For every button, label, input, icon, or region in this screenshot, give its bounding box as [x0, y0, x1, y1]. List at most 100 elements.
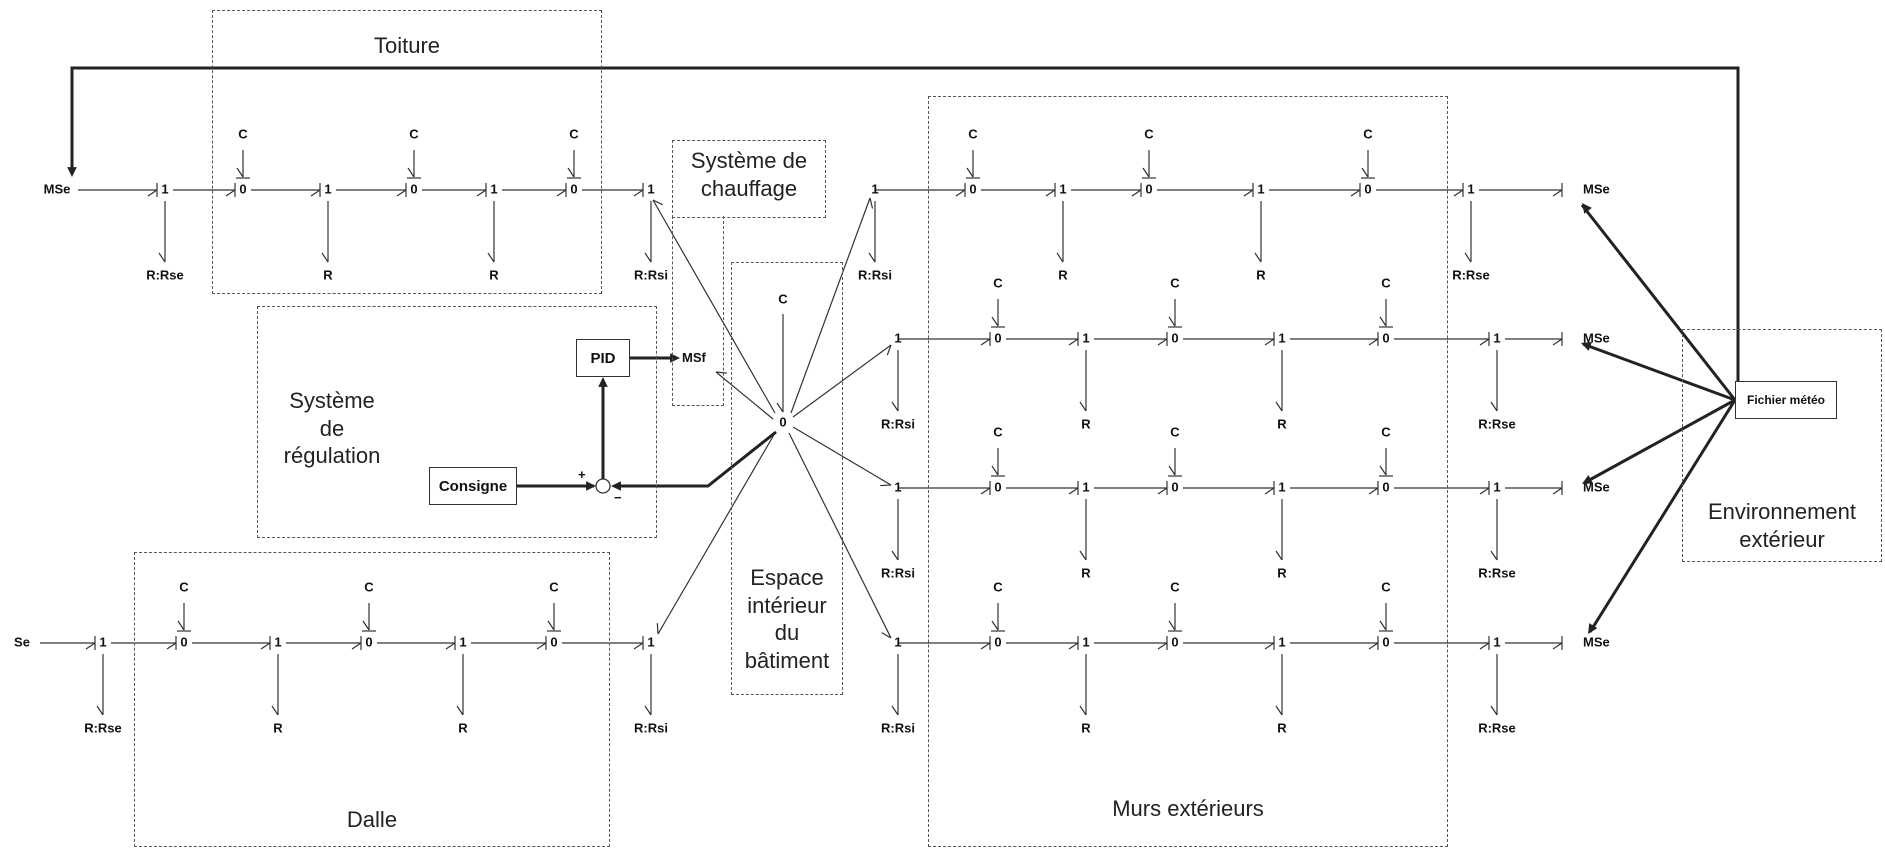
half-arrow — [407, 167, 415, 178]
arrowhead — [67, 167, 77, 177]
half-arrow — [869, 197, 874, 209]
se-source-dalle: Se — [14, 634, 30, 649]
weather-signal-3 — [1583, 398, 1736, 485]
half-arrow — [1168, 316, 1176, 327]
one-junction: 1 — [1278, 634, 1285, 649]
half-arrow — [487, 252, 495, 263]
half-arrow — [1079, 705, 1087, 716]
half-arrow — [1453, 189, 1464, 197]
zero-junction: 0 — [1364, 181, 1371, 196]
temperature-feedback — [614, 430, 777, 488]
arrowhead — [611, 481, 621, 491]
half-arrow — [177, 620, 185, 631]
capacitor-label: C — [1170, 275, 1180, 290]
plus-sign: + — [578, 467, 586, 482]
arrowhead — [1582, 203, 1592, 214]
zero-junction: 0 — [994, 479, 1001, 494]
half-arrow — [1368, 642, 1379, 650]
murs-label: Murs extérieurs — [1112, 796, 1264, 821]
half-arrow — [445, 642, 456, 650]
half-arrow — [1350, 189, 1361, 197]
resistor-label: R — [1277, 720, 1287, 735]
half-arrow — [1056, 252, 1064, 263]
resistor-label: R — [323, 267, 333, 282]
half-arrow — [991, 620, 999, 631]
zero-junction: 0 — [969, 181, 976, 196]
half-arrow — [310, 189, 321, 197]
one-junction: 1 — [894, 330, 901, 345]
half-arrow — [980, 487, 991, 495]
bond — [788, 432, 892, 639]
half-arrow — [881, 632, 892, 639]
half-arrow — [166, 642, 177, 650]
resistor-label: R:Rsi — [881, 720, 915, 735]
half-arrow — [1243, 189, 1254, 197]
half-arrow — [991, 316, 999, 327]
capacitor-label: C — [1144, 126, 1154, 141]
half-arrow — [1552, 642, 1563, 650]
half-arrow — [715, 371, 727, 374]
one-junction: 1 — [1493, 330, 1500, 345]
half-arrow — [886, 344, 892, 356]
half-arrow — [880, 484, 892, 487]
one-junction: 1 — [274, 634, 281, 649]
bond — [657, 432, 776, 635]
half-arrow — [1379, 620, 1387, 631]
resistor-label: R:Rsi — [881, 416, 915, 431]
resistor-label: R:Rse — [1478, 720, 1516, 735]
half-arrow — [1368, 338, 1379, 346]
resistor-label: R — [1277, 416, 1287, 431]
capacitor-label: C — [778, 291, 788, 306]
zero-junction: 0 — [994, 634, 1001, 649]
mse-source-mur-2: MSe — [1583, 330, 1610, 345]
half-arrow — [1068, 338, 1079, 346]
half-arrow — [1552, 338, 1563, 346]
one-junction: 1 — [1278, 479, 1285, 494]
half-arrow — [1479, 338, 1490, 346]
arrowhead — [1582, 475, 1593, 484]
arrowhead — [1588, 623, 1598, 634]
capacitor-label: C — [409, 126, 419, 141]
chauffage-column — [672, 216, 724, 406]
bond — [652, 199, 776, 414]
half-arrow — [1045, 189, 1056, 197]
half-arrow — [1157, 642, 1168, 650]
resistor-label: R — [458, 720, 468, 735]
environnement-label: Environnement extérieur — [1708, 499, 1856, 552]
zero-junction: 0 — [550, 634, 557, 649]
half-arrow — [271, 705, 279, 716]
half-arrow — [1264, 642, 1275, 650]
half-arrow — [547, 620, 555, 631]
half-arrow — [1479, 487, 1490, 495]
toiture-label: Toiture — [373, 33, 441, 58]
half-arrow — [85, 642, 96, 650]
fichier-meteo-block: Fichier météo — [1735, 381, 1837, 419]
chauffage-label: Système de chauffage — [690, 148, 808, 201]
murs-region — [928, 96, 1448, 847]
half-arrow — [1490, 550, 1498, 561]
one-junction: 1 — [1082, 479, 1089, 494]
one-junction: 1 — [99, 634, 106, 649]
one-junction: 1 — [1082, 634, 1089, 649]
capacitor-label: C — [968, 126, 978, 141]
resistor-label: R — [489, 267, 499, 282]
weather-signal-toiture — [70, 66, 1740, 390]
resistor-label: R:Rsi — [634, 267, 668, 282]
one-junction: 1 — [894, 479, 901, 494]
capacitor-label: C — [364, 579, 374, 594]
dalle-region — [134, 552, 610, 847]
half-arrow — [351, 642, 362, 650]
half-arrow — [891, 705, 899, 716]
espace-label: Espace intérieur du bâtiment — [744, 565, 830, 673]
pid-block: PID — [576, 339, 630, 377]
half-arrow — [1157, 338, 1168, 346]
resistor-label: R — [1277, 565, 1287, 580]
zero-junction: 0 — [1171, 330, 1178, 345]
half-arrow — [1379, 316, 1387, 327]
half-arrow — [1490, 401, 1498, 412]
zero-junction: 0 — [410, 181, 417, 196]
resistor-label: R — [1256, 267, 1266, 282]
one-junction: 1 — [1467, 181, 1474, 196]
espace-region — [731, 262, 843, 695]
capacitor-label: C — [1170, 424, 1180, 439]
